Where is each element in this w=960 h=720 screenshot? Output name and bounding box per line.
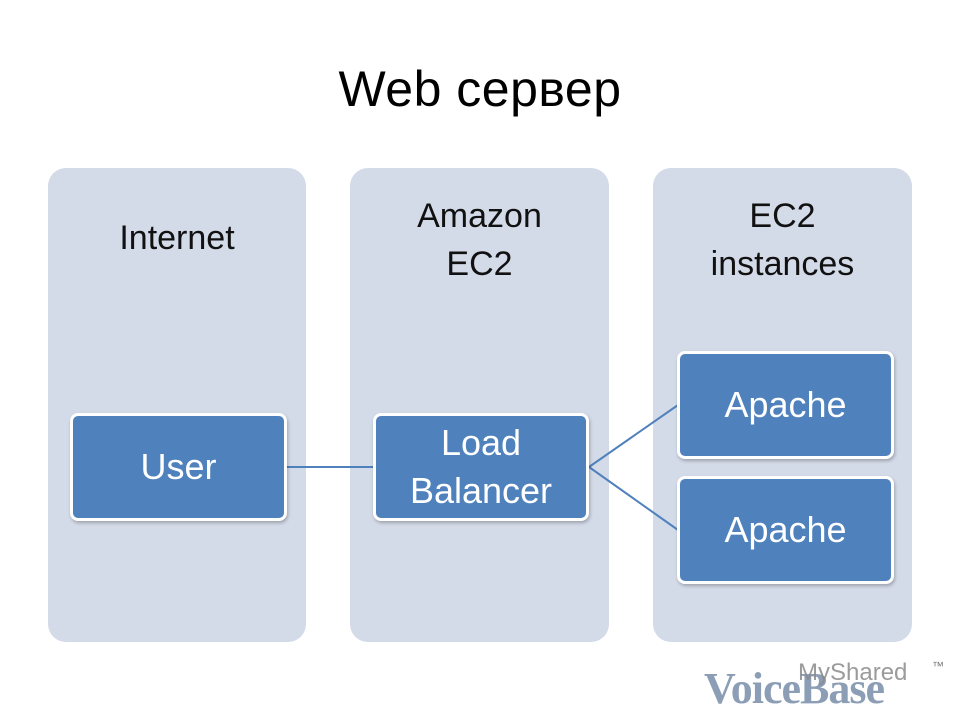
watermark-top: MyShared [798, 659, 908, 686]
column-ec2-instances-label: EC2 instances [710, 197, 855, 283]
watermark-tm: ™ [932, 659, 944, 673]
node-apache-2: Apache [677, 476, 894, 584]
slide-title: Web сервер [338, 61, 622, 117]
node-user: User [70, 413, 287, 521]
column-internet: Internet [48, 168, 306, 642]
watermark-logo: VoiceBase MyShared ™ [700, 655, 950, 715]
node-apache-1: Apache [677, 351, 894, 459]
column-internet-label: Internet [119, 219, 235, 257]
column-amazon-ec2-label: Amazon EC2 [417, 197, 542, 283]
node-load-balancer: Load Balancer [373, 413, 589, 521]
watermark-main: VoiceBase [704, 664, 885, 713]
column-amazon-ec2: Amazon EC2 [350, 168, 609, 642]
